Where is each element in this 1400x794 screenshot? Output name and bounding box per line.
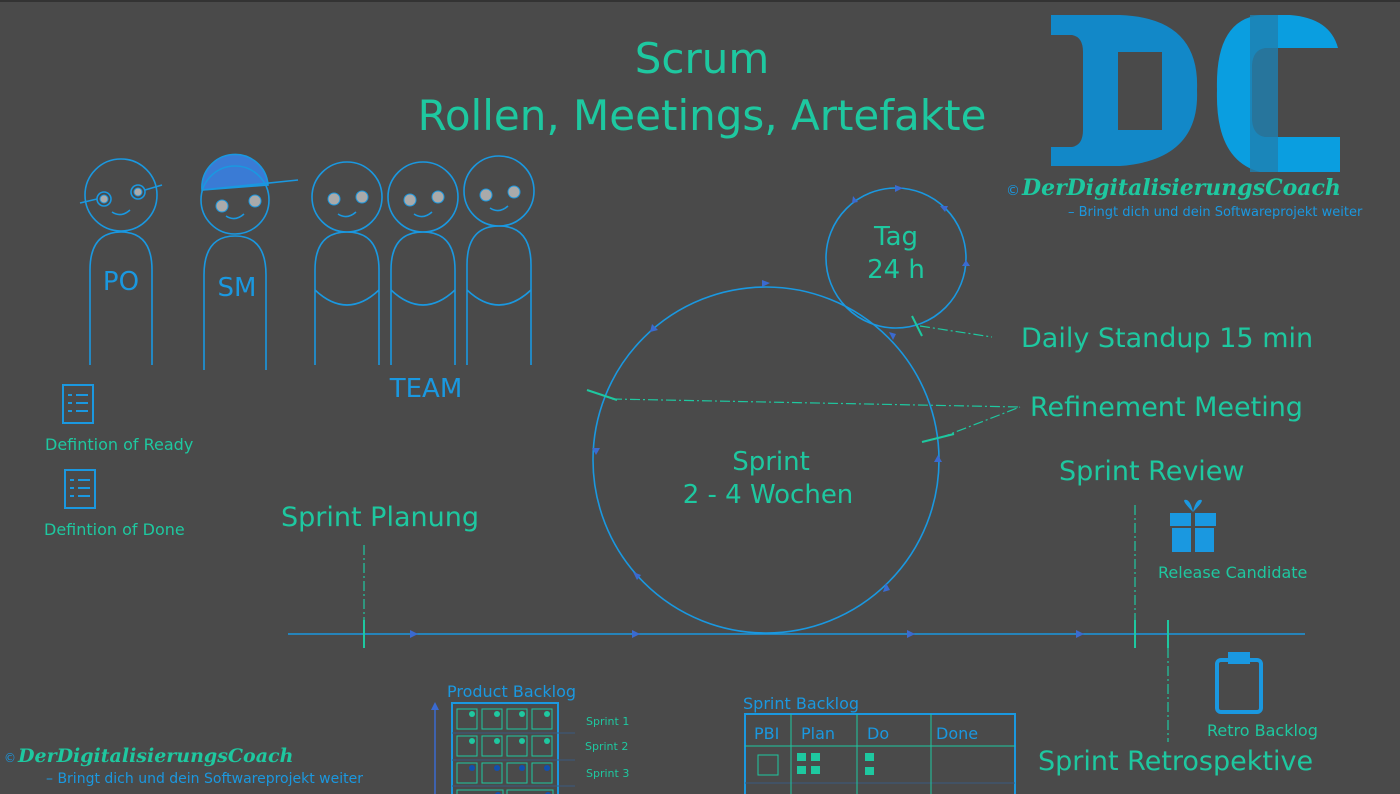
backlog-item-card — [506, 762, 528, 784]
definition-of-done: Defintion of Done — [44, 520, 185, 539]
backlog-item-card — [531, 762, 553, 784]
role-po: PO — [103, 267, 139, 297]
backlog-item-card — [506, 735, 528, 757]
priority-dot — [519, 738, 525, 744]
backlog-item-card — [531, 735, 553, 757]
eyes — [99, 185, 521, 213]
backlog-item-card — [506, 708, 528, 730]
product-backlog — [431, 702, 575, 794]
day-duration: 24 h — [867, 255, 925, 285]
priority-dot — [494, 738, 500, 744]
backlog-item-card — [506, 789, 554, 794]
sprint-backlog-title: Sprint Backlog — [743, 694, 859, 713]
checklist-icon — [62, 384, 96, 509]
daily-standup: Daily Standup 15 min — [1021, 323, 1313, 354]
role-sm: SM — [218, 273, 257, 303]
logo-copyright: © — [1006, 183, 1020, 199]
priority-dot — [469, 711, 475, 717]
title-line1: Scrum — [635, 34, 770, 83]
backlog-item-card — [481, 762, 503, 784]
logo-brand: DerDigitalisierungsCoach — [1021, 175, 1341, 201]
sprint-review: Sprint Review — [1059, 456, 1245, 487]
priority-dot — [469, 765, 475, 771]
priority-dot — [519, 711, 525, 717]
priority-dot — [544, 765, 550, 771]
title-line2: Rollen, Meetings, Artefakte — [418, 91, 987, 140]
backlog-item-card — [456, 708, 478, 730]
sprint-duration: 2 - 4 Wochen — [683, 480, 854, 510]
release-candidate: Release Candidate — [1158, 563, 1307, 582]
backlog-item-card — [481, 708, 503, 730]
refinement-meeting: Refinement Meeting — [1030, 392, 1303, 423]
sprint-planning: Sprint Planung — [281, 502, 479, 533]
cycle-arrows — [410, 185, 1084, 638]
footer-copyright: © — [4, 751, 16, 765]
priority-dot — [519, 765, 525, 771]
sprint-backlog-board — [744, 713, 1016, 794]
footer-brand: DerDigitalisierungsCoach — [17, 745, 293, 767]
priority-dot — [494, 765, 500, 771]
backlog-item-card — [456, 789, 504, 794]
priority-dot — [544, 711, 550, 717]
sprint-label: Sprint — [732, 447, 810, 477]
person-team-2 — [387, 161, 459, 365]
column-pbi: PBI — [754, 724, 779, 743]
product-backlog-row: Sprint 1 — [586, 715, 629, 728]
priority-dot — [494, 711, 500, 717]
backlog-item-card — [456, 762, 478, 784]
column-done: Done — [936, 724, 978, 743]
person-sm — [200, 153, 299, 370]
person-team-3 — [463, 155, 535, 365]
people — [79, 153, 535, 370]
product-backlog-row: Sprint 2 — [585, 740, 628, 753]
backlog-item-card — [531, 708, 553, 730]
priority-dot — [544, 738, 550, 744]
meeting-markers — [363, 315, 1169, 742]
retro-backlog: Retro Backlog — [1207, 721, 1318, 740]
backlog-item-card — [481, 735, 503, 757]
footer-tagline: – Bringt dich und dein Softwareprojekt w… — [46, 771, 363, 787]
priority-dot — [469, 738, 475, 744]
person-po — [79, 158, 163, 365]
logo-tagline: – Bringt dich und dein Softwareprojekt w… — [1068, 205, 1363, 220]
backlog-item-card — [456, 735, 478, 757]
definition-of-ready: Defintion of Ready — [45, 435, 193, 454]
sprint-retrospective: Sprint Retrospektive — [1038, 746, 1313, 777]
product-backlog-row: Sprint 3 — [586, 767, 629, 780]
role-team: TEAM — [389, 374, 463, 404]
column-plan: Plan — [801, 724, 835, 743]
clipboard-icon — [1215, 652, 1263, 714]
gift-icon — [1170, 499, 1216, 552]
dc-logo — [1051, 15, 1340, 172]
day-label: Tag — [873, 222, 918, 252]
person-team-1 — [311, 161, 383, 365]
product-backlog-title: Product Backlog — [447, 682, 576, 701]
column-do: Do — [867, 724, 889, 743]
